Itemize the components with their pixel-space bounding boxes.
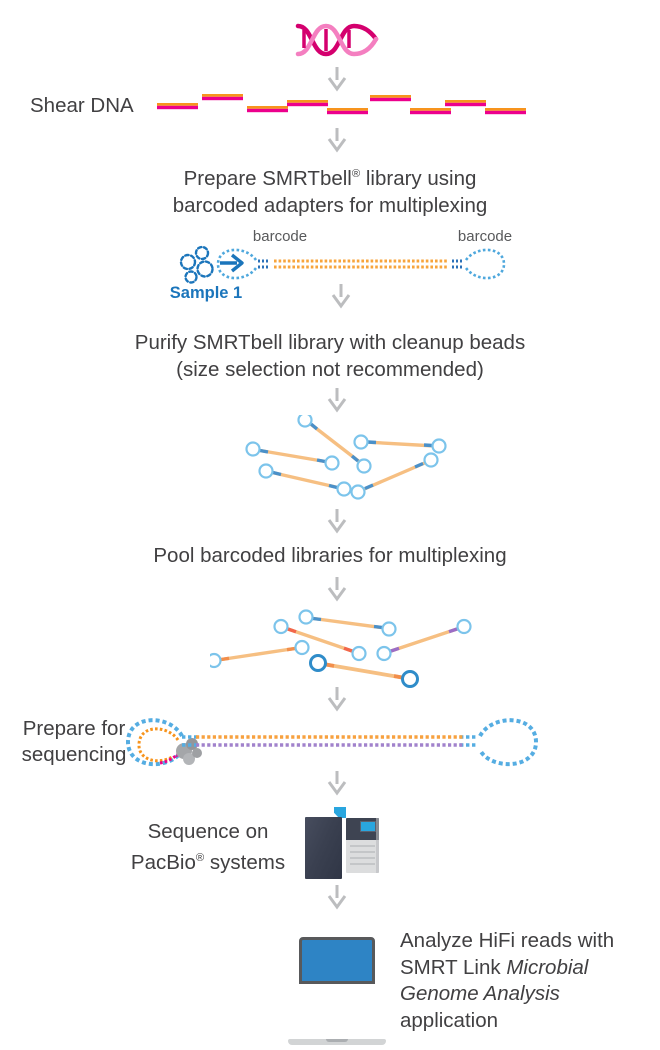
adapter-segment	[182, 735, 478, 747]
smrtbell-molecule	[350, 452, 439, 500]
microbial-sample-icon	[179, 245, 214, 284]
registered-mark: ®	[195, 852, 205, 864]
registered-mark: ®	[351, 168, 361, 180]
down-arrow-icon	[327, 127, 347, 152]
pacbio-sequencer-box-icon	[346, 818, 379, 873]
pool-label: Pool barcoded libraries for multiplexing	[153, 544, 507, 567]
sequence-label: Sequence on PacBio® systems	[130, 820, 286, 874]
smrtbell-molecule	[298, 609, 397, 637]
barcode-label-right: barcode	[457, 228, 513, 245]
barcode-segment	[452, 259, 464, 269]
down-arrow-icon	[327, 66, 347, 91]
sequencer-screen	[360, 821, 376, 832]
barcode-segment	[258, 259, 270, 269]
down-arrow-icon	[327, 576, 347, 601]
smrtbell-hairpin-loop-icon	[216, 248, 258, 280]
smrtbell-hairpin-loop-icon	[478, 718, 539, 766]
down-arrow-icon	[327, 508, 347, 533]
smrtbell-molecule	[376, 618, 472, 662]
right-arrow-icon	[220, 253, 244, 273]
laptop-base	[288, 1039, 386, 1045]
down-arrow-icon	[327, 387, 347, 412]
dna-fragment	[157, 94, 526, 115]
smrtbell-molecule	[273, 618, 367, 662]
smrtbell-molecule	[210, 639, 310, 669]
smrtbell-molecule	[309, 654, 419, 688]
sheared-dna-fragments	[157, 94, 526, 115]
sequencing-ready-smrtbell	[125, 718, 539, 766]
smrtbell-molecule	[245, 441, 340, 471]
nascent-strand	[137, 727, 180, 763]
smrtbell-construct	[216, 248, 506, 280]
shear-dna-label: Shear DNA	[30, 94, 134, 117]
smrtbell-molecule	[258, 463, 352, 497]
smrtbell-molecule-cluster	[245, 415, 447, 500]
sequencer-edge	[376, 818, 379, 873]
insert-dna-segment	[274, 259, 448, 269]
dna-helix-icon	[295, 23, 379, 57]
purify-label: Purify SMRTbell library with cleanup bea…	[134, 331, 526, 381]
down-arrow-icon	[327, 770, 347, 795]
down-arrow-icon	[331, 283, 351, 308]
analyze-label: Analyze HiFi reads with SMRT Link Microb…	[400, 929, 615, 1032]
pacbio-sequencer-tower-icon	[305, 817, 342, 879]
prepare-library-label: Prepare SMRTbell® library using barcoded…	[172, 166, 488, 217]
down-arrow-icon	[327, 884, 347, 909]
sequencer-vents	[350, 845, 375, 869]
smrtbell-hairpin-loop-icon	[464, 248, 506, 280]
laptop-screen	[299, 937, 375, 984]
sample-label: Sample 1	[169, 284, 243, 302]
barcode-label-left: barcode	[252, 228, 308, 245]
laptop-notch	[326, 1039, 348, 1042]
pacbio-spark-icon	[334, 807, 346, 818]
pooled-smrtbell-cluster	[210, 609, 472, 688]
laptop-icon	[299, 937, 375, 984]
polymerase-blob-icon	[176, 738, 202, 765]
prepare-sequencing-label: Prepare for sequencing	[21, 717, 127, 766]
smrtbell-molecule	[353, 434, 447, 454]
smrtbell-molecule	[297, 415, 372, 474]
